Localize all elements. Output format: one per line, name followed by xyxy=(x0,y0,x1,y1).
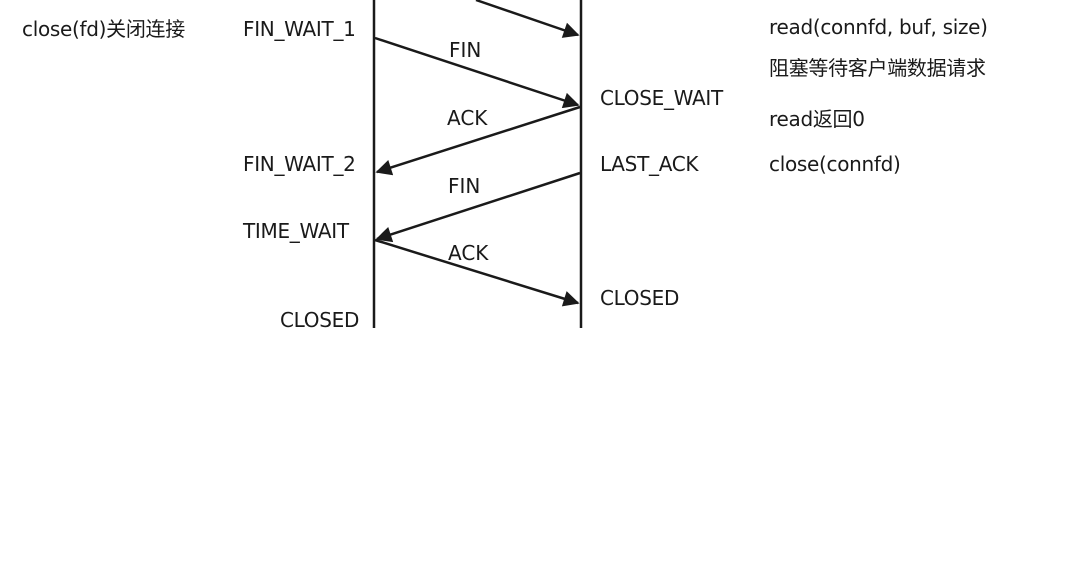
server-note-read-zero: read返回0 xyxy=(769,107,865,131)
message-label-ack-2: ACK xyxy=(448,241,489,265)
message-arrow-ack-1 xyxy=(375,105,581,176)
message-arrow-fin-1 xyxy=(374,36,580,109)
client-state-fin-wait-1: FIN_WAIT_1 xyxy=(243,17,356,41)
client-state-fin-wait-2: FIN_WAIT_2 xyxy=(243,152,356,176)
server-state-closed: CLOSED xyxy=(600,286,680,310)
server-note-close: close(connfd) xyxy=(769,152,901,176)
client-action-close: close(fd)关闭连接 xyxy=(22,17,185,41)
server-state-close-wait: CLOSE_WAIT xyxy=(600,86,723,110)
server-note-block: 阻塞等待客户端数据请求 xyxy=(769,56,986,80)
message-label-ack-1: ACK xyxy=(447,106,488,130)
previous-message-arrow xyxy=(475,0,580,38)
server-state-last-ack: LAST_ACK xyxy=(600,152,699,176)
message-arrow-fin-2 xyxy=(375,171,581,243)
message-label-fin-2: FIN xyxy=(448,174,481,198)
message-label-fin-1: FIN xyxy=(449,38,482,62)
server-note-read: read(connfd, buf, size) xyxy=(769,15,988,39)
message-arrow-ack-2 xyxy=(374,238,580,307)
client-state-time-wait: TIME_WAIT xyxy=(243,219,349,243)
client-state-closed: CLOSED xyxy=(280,308,360,332)
